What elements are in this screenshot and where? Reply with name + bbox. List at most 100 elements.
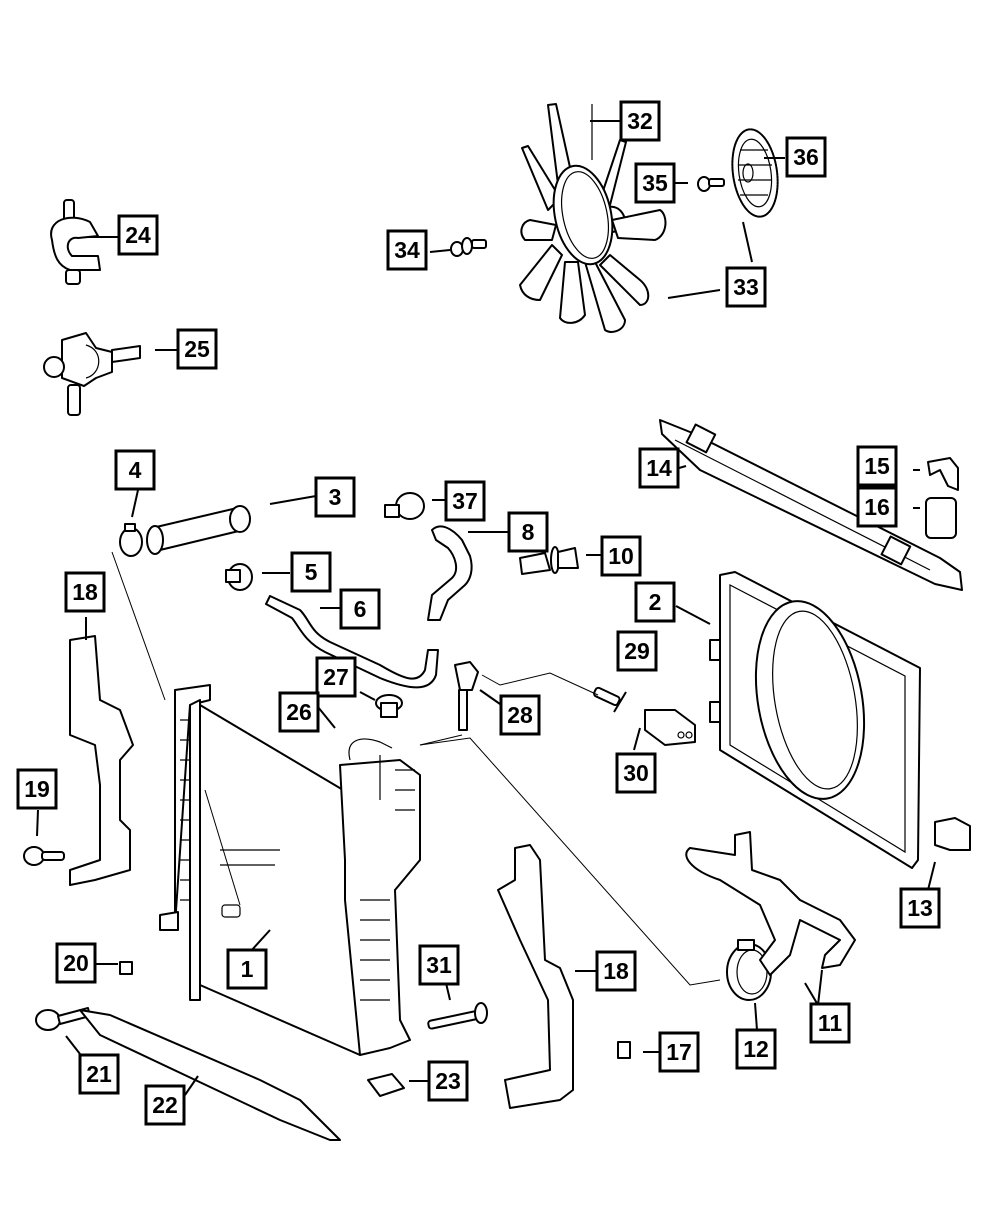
callout-11[interactable]: 11 — [809, 1002, 851, 1044]
callout-37[interactable]: 37 — [444, 480, 486, 522]
isolator-part — [367, 1073, 405, 1097]
callout-21[interactable]: 21 — [78, 1053, 120, 1095]
callout-35[interactable]: 35 — [634, 162, 676, 204]
clip-nut-20 — [119, 961, 133, 975]
drain-plug — [427, 1002, 488, 1030]
svg-text:15: 15 — [864, 453, 890, 479]
svg-text:2: 2 — [649, 589, 662, 615]
hose-8 — [427, 525, 473, 621]
callout-18-left[interactable]: 18 — [64, 571, 106, 613]
clamp-fitting — [50, 199, 101, 285]
callout-16[interactable]: 16 — [856, 486, 898, 528]
callout-22[interactable]: 22 — [144, 1084, 186, 1126]
svg-text:21: 21 — [86, 1061, 112, 1087]
insulator-part-16 — [925, 497, 957, 539]
callout-17[interactable]: 17 — [658, 1031, 700, 1073]
callout-1[interactable]: 1 — [226, 948, 268, 990]
svg-text:31: 31 — [426, 952, 452, 978]
callout-13[interactable]: 13 — [899, 887, 941, 929]
reservoir-cap — [375, 694, 403, 718]
svg-text:37: 37 — [452, 488, 478, 514]
svg-text:35: 35 — [642, 170, 668, 196]
bolt-part-19 — [23, 846, 65, 866]
svg-text:4: 4 — [129, 457, 142, 483]
callout-2[interactable]: 2 — [634, 581, 676, 623]
svg-text:29: 29 — [624, 638, 650, 664]
callout-25[interactable]: 25 — [176, 328, 218, 370]
svg-text:5: 5 — [305, 559, 318, 585]
bolt-part-35 — [697, 176, 725, 192]
leader-lines — [36, 120, 936, 1096]
callout-27[interactable]: 27 — [315, 656, 357, 698]
svg-text:25: 25 — [184, 336, 210, 362]
level-sensor — [454, 661, 479, 731]
air-seal-right — [497, 844, 574, 1109]
callout-4[interactable]: 4 — [114, 449, 156, 491]
callout-20[interactable]: 20 — [55, 942, 97, 984]
callout-18-right[interactable]: 18 — [595, 950, 637, 992]
callout-8[interactable]: 8 — [507, 511, 549, 553]
svg-text:24: 24 — [125, 222, 151, 248]
callout-30[interactable]: 30 — [615, 752, 657, 794]
callout-26[interactable]: 26 — [278, 691, 320, 733]
svg-text:6: 6 — [354, 596, 367, 622]
hose-clamp-5 — [225, 563, 253, 591]
callout-23[interactable]: 23 — [427, 1060, 469, 1102]
callout-15[interactable]: 15 — [856, 445, 898, 487]
fan-clutch — [731, 128, 779, 218]
callout-3[interactable]: 3 — [314, 476, 356, 518]
callout-5[interactable]: 5 — [290, 551, 332, 593]
lower-air-seal — [79, 1009, 341, 1141]
coolant-reservoir — [339, 738, 421, 1056]
svg-text:17: 17 — [666, 1039, 692, 1065]
callout-34[interactable]: 34 — [386, 229, 428, 271]
callout-28[interactable]: 28 — [499, 694, 541, 736]
callout-29[interactable]: 29 — [616, 630, 658, 672]
svg-text:8: 8 — [522, 519, 535, 545]
air-seal-left — [69, 635, 134, 886]
svg-text:32: 32 — [627, 108, 653, 134]
svg-text:14: 14 — [646, 455, 672, 481]
temperature-sensor — [593, 686, 621, 707]
callout-24[interactable]: 24 — [117, 214, 159, 256]
svg-text:11: 11 — [818, 1010, 843, 1036]
callout-33[interactable]: 33 — [725, 266, 767, 308]
svg-text:10: 10 — [608, 543, 634, 569]
leader-dashed-4 — [111, 551, 166, 701]
upper-support-bracket — [659, 419, 963, 591]
clip-nut-17 — [617, 1041, 631, 1059]
callout-31[interactable]: 31 — [418, 944, 460, 986]
svg-text:18: 18 — [72, 579, 98, 605]
svg-text:18: 18 — [603, 958, 629, 984]
callout-14[interactable]: 14 — [638, 447, 680, 489]
hose-clamp-4 — [119, 523, 143, 557]
svg-text:19: 19 — [24, 776, 50, 802]
hose-clamp-12 — [726, 939, 772, 1001]
callout-6[interactable]: 6 — [339, 588, 381, 630]
callout-36[interactable]: 36 — [785, 136, 827, 178]
callout-12[interactable]: 12 — [735, 1028, 777, 1070]
lower-hose — [685, 831, 856, 976]
shroud-clip — [934, 817, 971, 851]
clip-part-15 — [927, 457, 959, 491]
svg-text:16: 16 — [864, 494, 890, 520]
fan-shroud — [709, 571, 921, 869]
radiator — [159, 684, 361, 1056]
svg-text:27: 27 — [323, 664, 349, 690]
upper-hose — [146, 505, 251, 555]
leader-dashed-28 — [419, 734, 463, 746]
svg-text:3: 3 — [329, 484, 342, 510]
callout-10[interactable]: 10 — [600, 535, 642, 577]
svg-text:1: 1 — [241, 956, 254, 982]
bypass-hose — [265, 595, 439, 689]
retainer-clip — [519, 546, 579, 575]
svg-text:22: 22 — [152, 1092, 178, 1118]
connector-part — [644, 709, 696, 746]
callout-32[interactable]: 32 — [619, 100, 661, 142]
svg-text:26: 26 — [286, 699, 312, 725]
hose-clamp-37 — [384, 492, 425, 520]
callout-19[interactable]: 19 — [16, 768, 58, 810]
svg-text:33: 33 — [733, 274, 759, 300]
connector-fitting — [43, 332, 141, 416]
svg-text:36: 36 — [793, 144, 819, 170]
